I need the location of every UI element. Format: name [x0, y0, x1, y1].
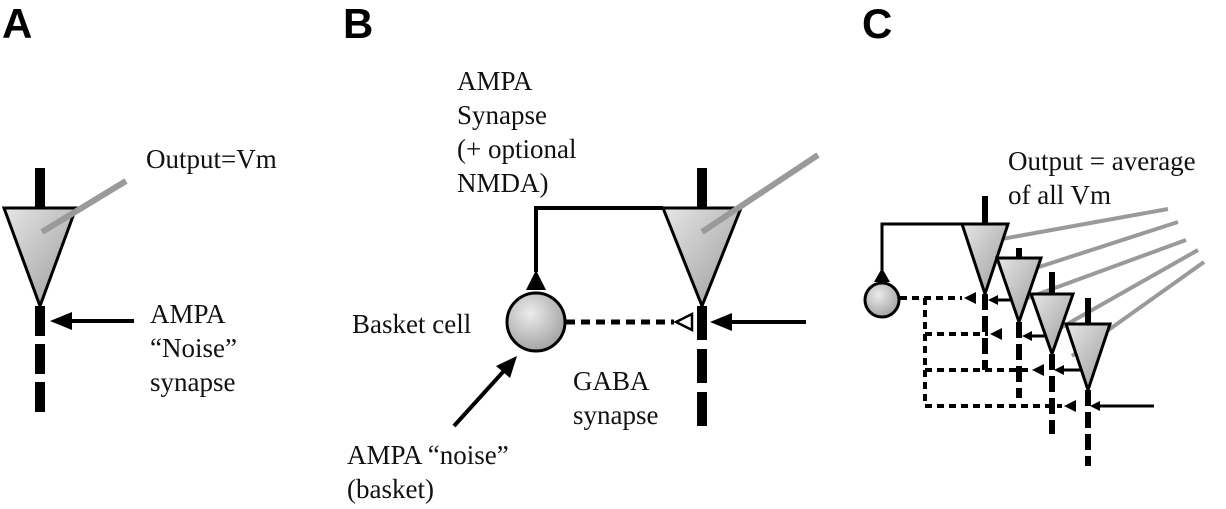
- panel-a: Output=Vm AMPA “Noise” synapse: [1, 144, 277, 415]
- excitatory-synapse-marker: [874, 268, 890, 282]
- synapse-label: AMPA “Noise” synapse: [150, 299, 244, 397]
- recording-electrode: [700, 152, 820, 235]
- pyramidal-cell-3: [1028, 272, 1086, 434]
- pyramidal-cell-soma: [1, 206, 79, 311]
- panel-label-b: B: [343, 0, 373, 47]
- panel-c: Output = average of all Vm: [863, 146, 1206, 466]
- inhibitory-synapse-marker: [673, 311, 694, 333]
- ampa-synapse-label: AMPA Synapse (+ optional NMDA): [457, 66, 583, 198]
- excitatory-synapse-marker: [526, 270, 546, 290]
- recording-electrode: [984, 207, 1169, 244]
- basket-noise-label: AMPA “noise” (basket): [347, 440, 516, 504]
- pyramidal-cell-2: [990, 248, 1052, 398]
- ampa-recurrent-line: [534, 206, 663, 272]
- basket-noise-input-line: [452, 360, 514, 428]
- gaba-synapse-label: GABA synapse: [573, 366, 658, 430]
- average-output-label: Output = average of all Vm: [1008, 146, 1202, 210]
- excitatory-synapse-marker: [710, 313, 732, 331]
- basket-cell-label: Basket cell: [352, 309, 471, 339]
- basket-cell: [863, 281, 901, 319]
- excitatory-synapse-marker: [50, 312, 72, 330]
- panel-b: AMPA Synapse (+ optional NMDA) Basket ce…: [347, 66, 820, 504]
- recording-electrode: [40, 178, 128, 235]
- basket-cell: [505, 291, 567, 353]
- pyramidal-cell-4: [1063, 298, 1154, 466]
- ampa-recurrent-line: [880, 222, 966, 270]
- excitatory-synapse-marker: [496, 356, 517, 378]
- output-label: Output=Vm: [146, 144, 277, 174]
- pyramidal-cell-soma: [660, 206, 744, 311]
- recording-electrode: [1047, 248, 1199, 337]
- panel-label-a: A: [2, 0, 32, 47]
- panel-label-c: C: [862, 0, 892, 47]
